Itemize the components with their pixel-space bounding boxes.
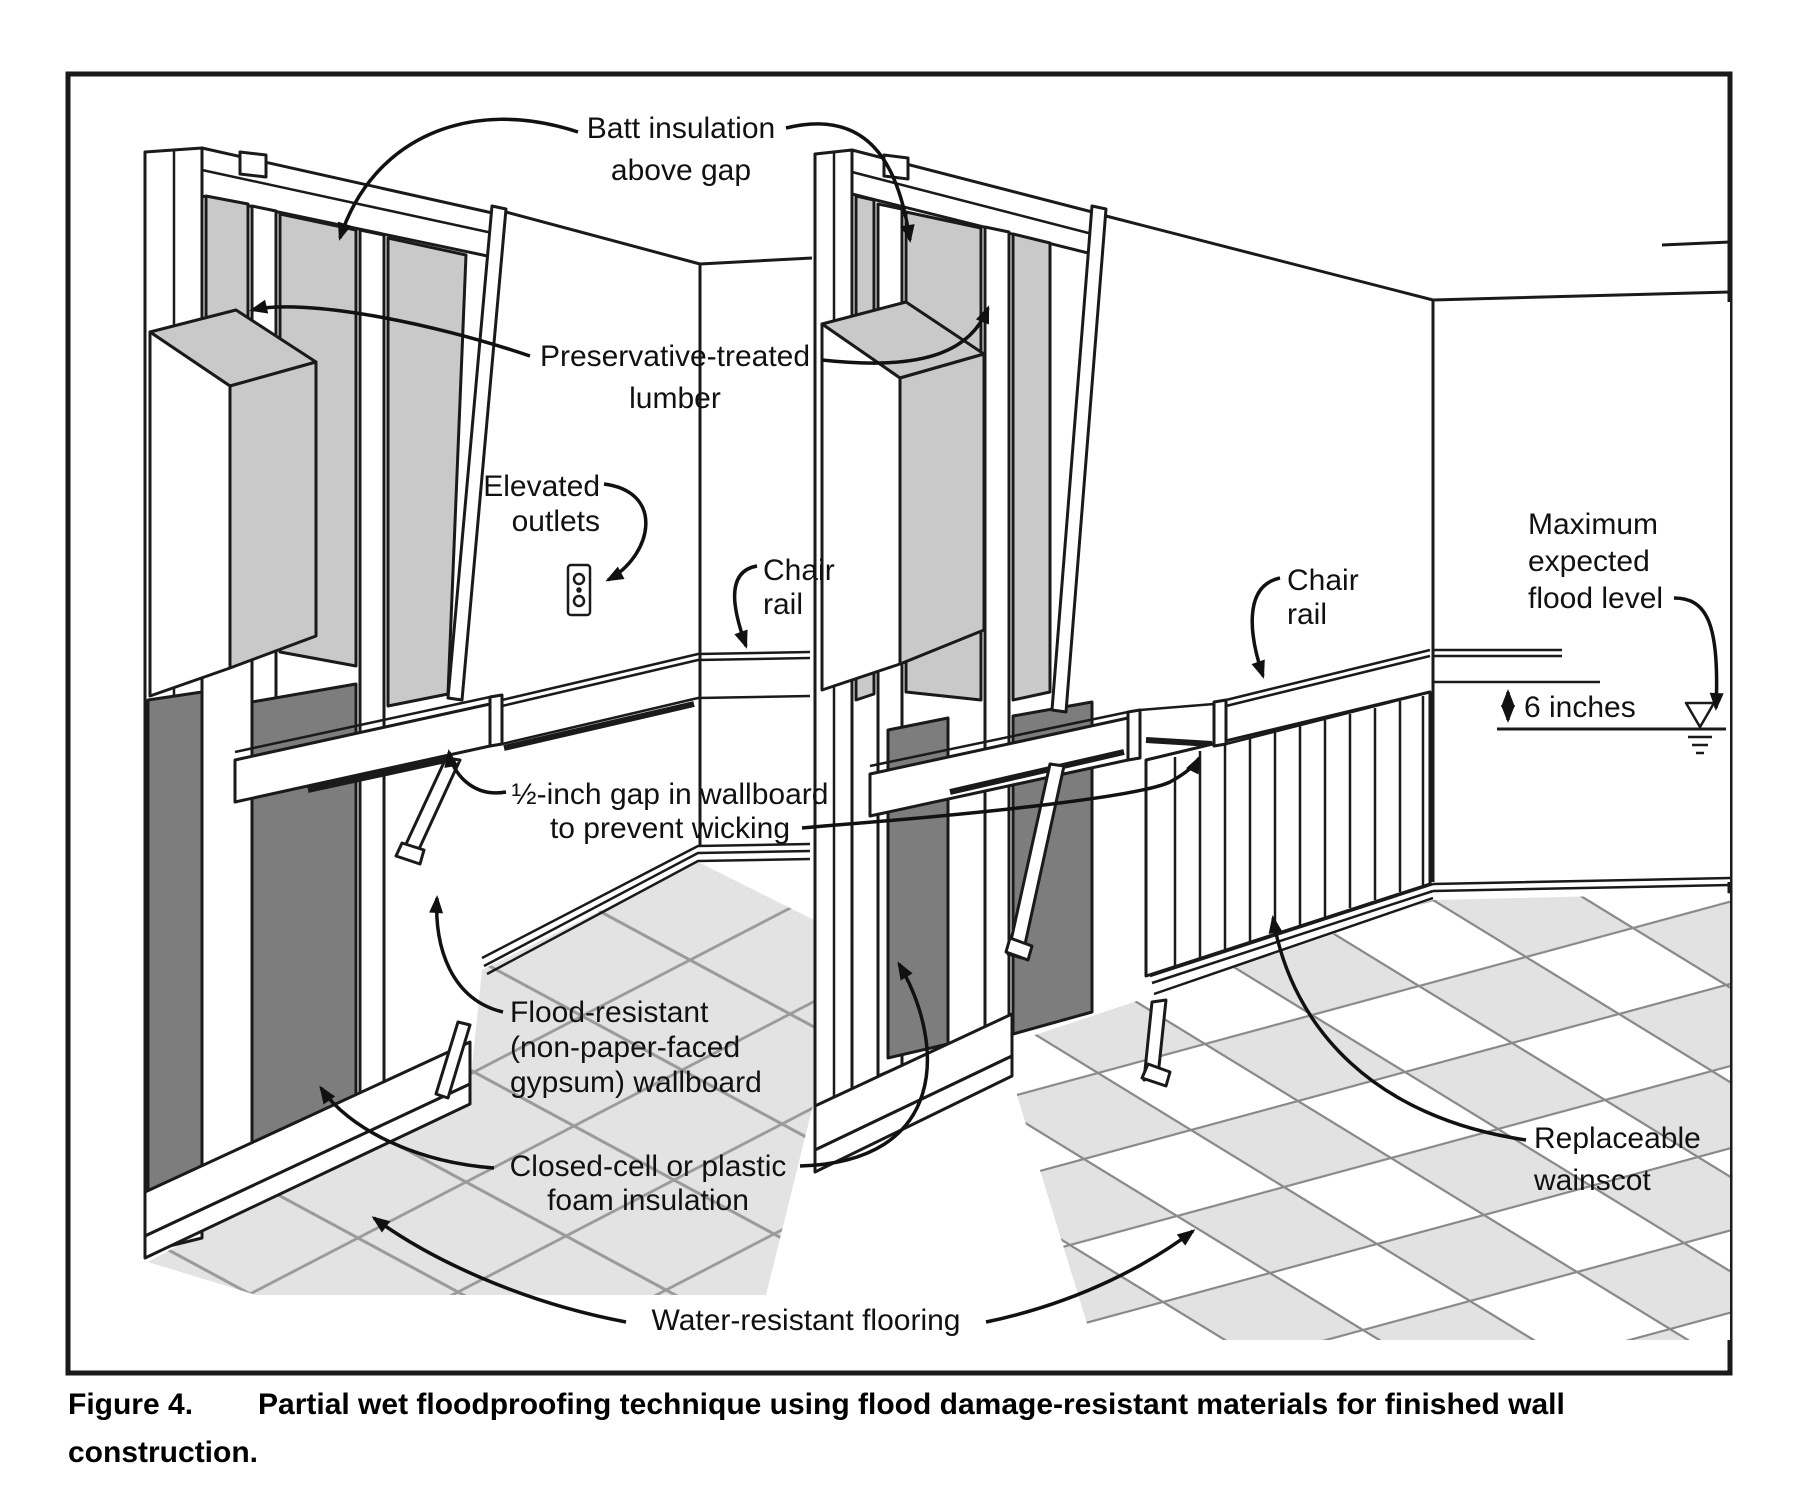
label-replaceable-wainscot: Replaceable bbox=[1534, 1122, 1701, 1155]
label-max-flood-level: flood level bbox=[1528, 582, 1663, 615]
label-preservative-lumber: lumber bbox=[629, 382, 721, 415]
figure-caption-line2: construction. bbox=[68, 1436, 259, 1469]
leader-closed-cell-right bbox=[799, 961, 930, 1168]
label-elevated-outlets: Elevated bbox=[483, 470, 600, 503]
leader-chair-rail-left bbox=[732, 564, 758, 649]
figure-caption-text: Partial wet floodproofing technique usin… bbox=[258, 1388, 1565, 1421]
leader-chair-rail-right bbox=[1250, 576, 1281, 679]
replaceable-wainscot bbox=[1140, 648, 1600, 1088]
leader-gap-left bbox=[444, 749, 507, 795]
half-inch-gap-line bbox=[307, 701, 695, 793]
right-batt-wedge bbox=[820, 300, 986, 692]
label-flood-resistant: (non-paper-faced bbox=[510, 1031, 740, 1064]
leader-gap-right bbox=[801, 755, 1201, 830]
leader-water-right bbox=[985, 1229, 1196, 1324]
label-chair-rail-right: Chair bbox=[1287, 564, 1359, 597]
leader-replaceable bbox=[1268, 915, 1527, 1142]
figure-number: Figure 4. bbox=[68, 1388, 194, 1421]
label-preservative-lumber: Preservative-treated bbox=[540, 340, 810, 373]
leader-preservative-right bbox=[821, 305, 990, 365]
left-wall-assembly bbox=[143, 146, 854, 1295]
left-chair-rail-band bbox=[233, 693, 695, 804]
label-half-inch-gap: ½-inch gap in wallboard bbox=[512, 778, 829, 811]
left-bottom-plate bbox=[143, 1040, 472, 1260]
right-stud bbox=[983, 225, 1011, 1034]
leader-water-left bbox=[371, 1216, 627, 1324]
label-chair-rail-left: rail bbox=[763, 588, 803, 621]
label-closed-cell: foam insulation bbox=[547, 1184, 749, 1217]
leader-closed-cell-left bbox=[319, 1085, 495, 1170]
label-batt-insulation: Batt insulation bbox=[587, 112, 775, 145]
right-chair-rail-band bbox=[868, 702, 1215, 818]
label-batt-insulation: above gap bbox=[611, 154, 751, 187]
leader-lines bbox=[249, 117, 1724, 1324]
right-wall-assembly bbox=[813, 148, 1731, 1340]
label-water-resistant-flooring: Water-resistant flooring bbox=[652, 1304, 961, 1337]
label-replaceable-wainscot: wainscot bbox=[1533, 1164, 1651, 1197]
leader-max-flood bbox=[1673, 596, 1724, 711]
left-stud bbox=[358, 228, 386, 1099]
water-level-icon bbox=[1684, 701, 1716, 755]
label-chair-rail-left: Chair bbox=[763, 554, 835, 587]
callout-labels: Batt insulation above gap Preservative-t… bbox=[483, 112, 1701, 1337]
leader-preservative-left bbox=[249, 299, 531, 358]
label-flood-resistant: gypsum) wallboard bbox=[510, 1066, 762, 1099]
label-half-inch-gap: to prevent wicking bbox=[550, 812, 790, 845]
label-six-inches: 6 inches bbox=[1524, 691, 1636, 724]
flood-level-datum bbox=[1497, 689, 1726, 755]
leader-elevated-outlets bbox=[603, 482, 648, 582]
outlet-icon bbox=[566, 563, 592, 617]
label-max-flood-level: expected bbox=[1528, 545, 1650, 578]
label-chair-rail-right: rail bbox=[1287, 598, 1327, 631]
label-closed-cell: Closed-cell or plastic bbox=[510, 1150, 787, 1183]
label-max-flood-level: Maximum bbox=[1528, 508, 1658, 541]
half-inch-gap-line bbox=[949, 737, 1213, 795]
leader-flood-resistant bbox=[429, 895, 504, 1014]
left-batt-wedge bbox=[148, 308, 318, 698]
right-leaning-wallboard bbox=[1004, 204, 1108, 962]
left-foam-insulation bbox=[146, 682, 358, 1194]
leader-batt-right bbox=[785, 122, 915, 243]
label-flood-resistant: Flood-resistant bbox=[510, 996, 709, 1029]
label-elevated-outlets: outlets bbox=[512, 505, 600, 538]
leader-batt-left bbox=[337, 117, 579, 241]
